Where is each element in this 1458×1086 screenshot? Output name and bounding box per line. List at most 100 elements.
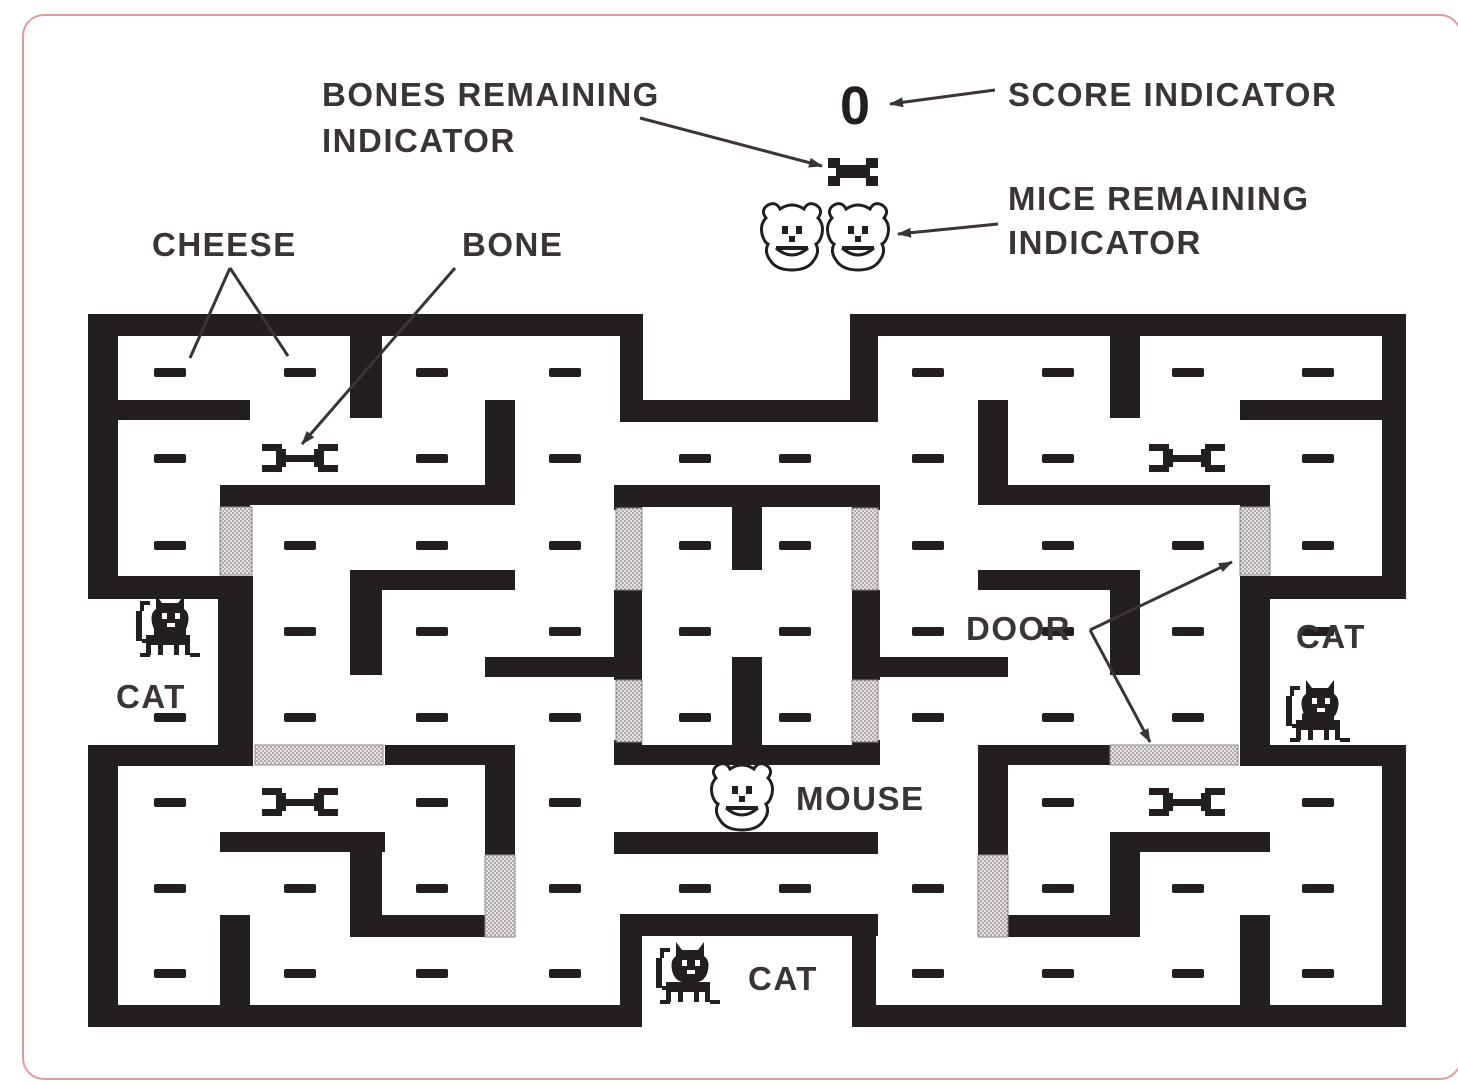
mice-remaining-label-line2: INDICATOR — [1008, 224, 1202, 261]
bone-icon — [262, 788, 338, 816]
cheese-piece — [284, 969, 316, 978]
door — [616, 680, 642, 742]
cheese-piece — [284, 713, 316, 722]
cheese-piece — [912, 713, 944, 722]
cheese-piece — [1042, 713, 1074, 722]
cheese-piece — [1302, 541, 1334, 550]
cheese-piece — [416, 627, 448, 636]
cheese-piece — [779, 713, 811, 722]
bones-remaining-indicator — [828, 158, 878, 186]
cheese-piece — [912, 454, 944, 463]
cheese-arrow-left — [190, 268, 230, 358]
cheese-piece — [154, 368, 186, 377]
cheese-piece — [1172, 713, 1204, 722]
cheese-piece — [416, 969, 448, 978]
bones-remaining-label-line1: BONES REMAINING — [322, 76, 660, 113]
mice-arrow — [898, 224, 998, 234]
cheese-piece — [416, 713, 448, 722]
mouse-icon — [712, 764, 773, 830]
cheese-piece — [1042, 969, 1074, 978]
door — [1110, 745, 1238, 765]
cheese-piece — [549, 969, 581, 978]
cheese-piece — [154, 798, 186, 807]
cat-label-right: CAT — [1296, 618, 1366, 655]
cat-icon — [136, 595, 200, 657]
door — [852, 680, 878, 742]
door-label: DOOR — [966, 610, 1071, 647]
cheese-piece — [1302, 454, 1334, 463]
cheese-piece — [549, 368, 581, 377]
cheese-piece — [1302, 798, 1334, 807]
cheese-piece — [1172, 884, 1204, 893]
cheese-piece — [1302, 969, 1334, 978]
cheese-piece — [1042, 368, 1074, 377]
cat-label-left: CAT — [116, 678, 186, 715]
cheese-piece — [549, 713, 581, 722]
cheese-piece — [154, 884, 186, 893]
cheese-piece — [549, 541, 581, 550]
cheese-label: CHEESE — [152, 226, 297, 263]
cheese-piece — [284, 368, 316, 377]
cheese-piece — [779, 541, 811, 550]
door — [485, 855, 515, 937]
score-indicator-value: 0 — [840, 76, 870, 136]
bone-icon — [262, 444, 338, 472]
cheese-piece — [1302, 368, 1334, 377]
cheese-piece — [1172, 969, 1204, 978]
cheese-piece — [1042, 798, 1074, 807]
bone-icon — [1149, 788, 1225, 816]
score-arrow — [890, 90, 995, 104]
cheese-piece — [549, 884, 581, 893]
cheese-piece — [912, 969, 944, 978]
cheese-piece — [1302, 884, 1334, 893]
cheese-piece — [549, 627, 581, 636]
cheese-piece — [284, 884, 316, 893]
cheese-piece — [679, 884, 711, 893]
cheese-piece — [284, 541, 316, 550]
cat-label-bottom: CAT — [748, 960, 818, 997]
cheese-piece — [1172, 627, 1204, 636]
cheese-piece — [284, 627, 316, 636]
door — [1240, 507, 1270, 575]
cheese-piece — [1172, 368, 1204, 377]
cheese-piece — [1172, 541, 1204, 550]
cheese-piece — [779, 454, 811, 463]
cheese-piece — [1042, 454, 1074, 463]
cheese-piece — [679, 627, 711, 636]
cheese-arrow-right — [230, 268, 288, 356]
cheese-piece — [549, 454, 581, 463]
cheese-piece — [679, 454, 711, 463]
door — [220, 507, 252, 575]
mouse-label: MOUSE — [796, 780, 925, 817]
cheese-piece — [416, 368, 448, 377]
door — [978, 855, 1008, 937]
mouse-life-icon — [828, 204, 889, 270]
bone-icon — [1149, 444, 1225, 472]
door — [616, 508, 642, 590]
cheese-piece — [912, 368, 944, 377]
cheese-piece — [416, 454, 448, 463]
bones-remaining-label-line2: INDICATOR — [322, 122, 516, 159]
cheese-piece — [416, 541, 448, 550]
cheese-piece — [1042, 884, 1074, 893]
cheese-piece — [154, 541, 186, 550]
cheese-piece — [912, 541, 944, 550]
door — [852, 508, 878, 590]
cheese-piece — [779, 884, 811, 893]
door — [255, 745, 383, 765]
cheese-piece — [679, 713, 711, 722]
cheese-piece — [416, 884, 448, 893]
cheese-piece — [154, 454, 186, 463]
cheese-piece — [1042, 541, 1074, 550]
bones-arrow — [640, 118, 822, 166]
mice-remaining-indicator — [762, 204, 889, 270]
cheese-piece — [154, 969, 186, 978]
maze-walls — [88, 314, 1406, 1027]
cat-icon — [656, 942, 720, 1004]
cheese-piece — [416, 798, 448, 807]
cheese-piece — [679, 541, 711, 550]
cheese-piece — [912, 884, 944, 893]
cheese-piece — [549, 798, 581, 807]
cheese-piece — [779, 627, 811, 636]
